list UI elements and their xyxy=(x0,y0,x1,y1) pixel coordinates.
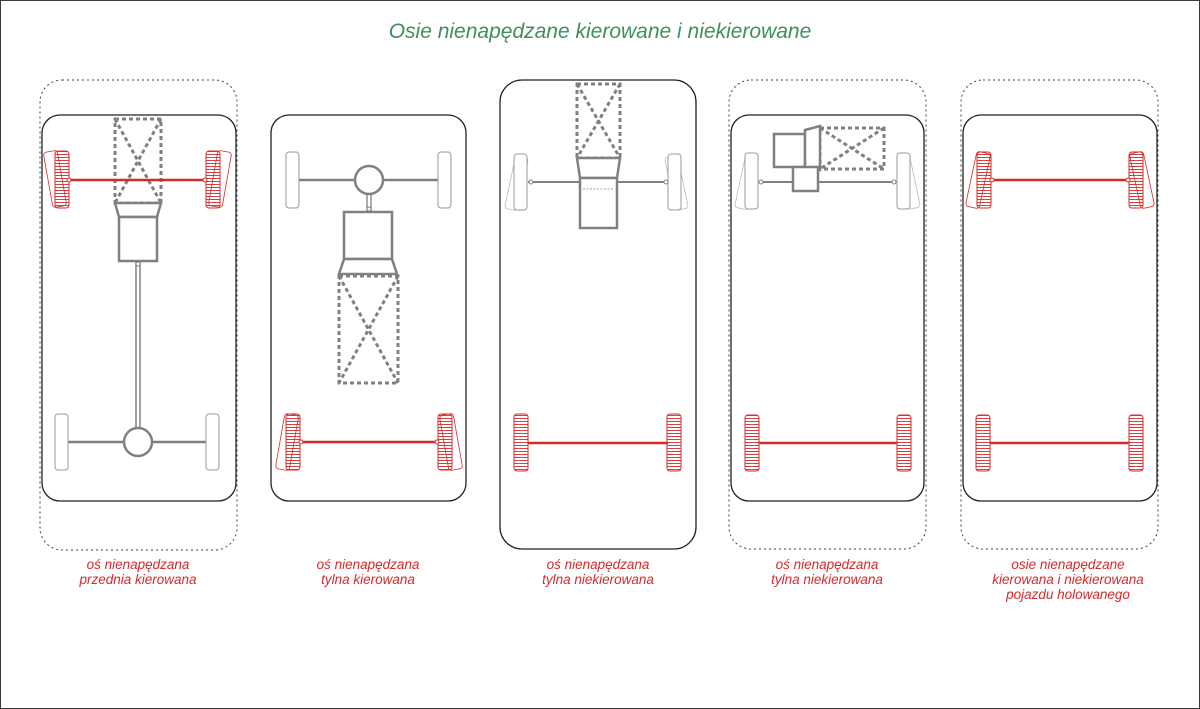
steered-wheel xyxy=(976,151,992,209)
transaxle xyxy=(578,176,619,230)
transaxle xyxy=(791,165,820,193)
fixed-wheel xyxy=(744,414,760,472)
vehicle-body xyxy=(41,114,237,502)
fixed-wheel xyxy=(666,413,682,472)
fixed-wheel xyxy=(896,414,912,472)
vehicle-body xyxy=(499,79,697,550)
caption-line: tylna kierowana xyxy=(321,572,415,587)
fixed-wheel xyxy=(513,413,529,472)
panel-rear-fixed-2 xyxy=(728,79,927,550)
wheel xyxy=(437,151,452,209)
page-title: Osie nienapędzane kierowane i niekierowa… xyxy=(388,20,812,43)
fixed-wheel xyxy=(975,414,991,472)
wheel xyxy=(667,153,682,211)
gearbox xyxy=(342,210,394,261)
clutch-housing xyxy=(113,201,163,219)
wheel xyxy=(285,151,300,209)
front-differential xyxy=(353,164,385,196)
steered-wheel xyxy=(285,413,301,471)
caption-line: tylna niekierowana xyxy=(771,572,883,587)
engine-dotted xyxy=(575,82,622,160)
caption-front-steered: oś nienapędzana przednia kierowana xyxy=(28,557,248,587)
wheel xyxy=(513,153,528,211)
clutch-housing xyxy=(803,124,822,172)
vehicle-body xyxy=(730,114,925,502)
steered-wheel xyxy=(1128,151,1144,209)
panel-rear-fixed-1 xyxy=(499,79,697,550)
wheel xyxy=(896,152,911,210)
clutch-housing xyxy=(337,257,399,276)
fixed-wheel xyxy=(1128,414,1144,472)
vehicle-body xyxy=(962,114,1158,502)
caption-line: przednia kierowana xyxy=(79,572,197,587)
caption-line: oś nienapędzana xyxy=(316,557,420,572)
vehicle-dotted-outline xyxy=(728,79,927,550)
caption-line: oś nienapędzana xyxy=(546,557,650,572)
vehicle-dotted-outline xyxy=(960,79,1159,550)
caption-line: oś nienapędzana xyxy=(86,557,190,572)
panel-front-steered xyxy=(39,79,238,551)
caption-rear-fixed-2: oś nienapędzana tylna niekierowana xyxy=(717,557,937,587)
steered-wheel xyxy=(205,150,221,209)
vehicle-body xyxy=(270,114,467,502)
clutch-housing xyxy=(575,156,622,180)
rear-differential xyxy=(122,426,154,458)
vehicle-dotted-outline xyxy=(39,79,238,551)
engine-dotted xyxy=(113,117,163,205)
gearbox xyxy=(117,215,159,263)
steered-wheel xyxy=(437,413,453,471)
engine-dotted xyxy=(337,274,400,385)
caption-towed: osie nienapędzane kierowana i niekierowa… xyxy=(958,557,1178,602)
wheel xyxy=(744,152,759,210)
caption-line: kierowana i niekierowana xyxy=(992,572,1144,587)
wheel xyxy=(205,413,220,471)
gearbox xyxy=(772,132,807,169)
panel-towed xyxy=(960,79,1159,550)
caption-line: osie nienapędzane xyxy=(1011,557,1125,572)
caption-line: oś nienapędzana xyxy=(775,557,879,572)
caption-line: pojazdu holowanego xyxy=(1006,587,1130,602)
caption-rear-steered: oś nienapędzana tylna kierowana xyxy=(258,557,478,587)
caption-rear-fixed-1: oś nienapędzana tylna niekierowana xyxy=(488,557,708,587)
wheel xyxy=(54,413,69,471)
panel-rear-steered xyxy=(270,114,467,502)
caption-line: tylna niekierowana xyxy=(542,572,654,587)
